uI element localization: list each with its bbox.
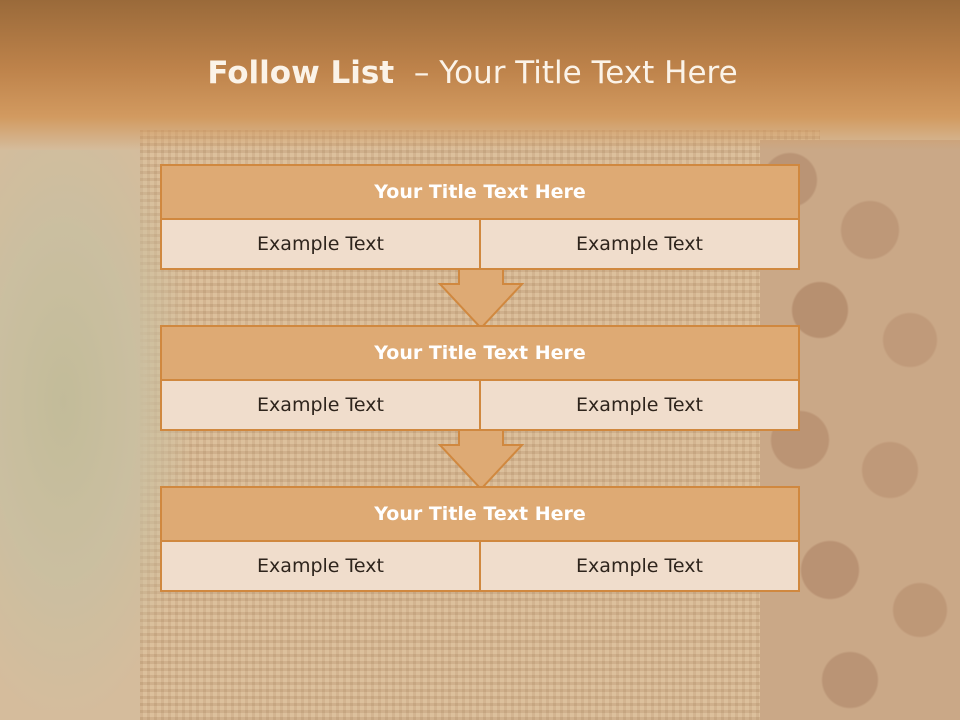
block-cell-left: Example Text (160, 542, 481, 592)
block-cell-left: Example Text (160, 381, 481, 431)
slide-title-rest: – Your Title Text Here (413, 55, 738, 91)
leaf-background (0, 150, 190, 710)
down-arrow-icon (438, 268, 524, 330)
block-title: Your Title Text Here (160, 486, 800, 542)
list-block-2: Your Title Text Here Example Text Exampl… (160, 325, 800, 431)
block-cell-right: Example Text (481, 542, 800, 592)
block-title: Your Title Text Here (160, 164, 800, 220)
block-cell-right: Example Text (481, 220, 800, 270)
block-row: Example Text Example Text (160, 220, 800, 270)
list-block-1: Your Title Text Here Example Text Exampl… (160, 164, 800, 270)
slide-title-bold: Follow List (207, 55, 395, 91)
list-block-3: Your Title Text Here Example Text Exampl… (160, 486, 800, 592)
block-cell-left: Example Text (160, 220, 481, 270)
block-row: Example Text Example Text (160, 381, 800, 431)
header-band (0, 0, 960, 150)
slide-title: Follow List – Your Title Text Here (0, 55, 945, 91)
block-title: Your Title Text Here (160, 325, 800, 381)
block-cell-right: Example Text (481, 381, 800, 431)
block-row: Example Text Example Text (160, 542, 800, 592)
down-arrow-icon (438, 429, 524, 491)
